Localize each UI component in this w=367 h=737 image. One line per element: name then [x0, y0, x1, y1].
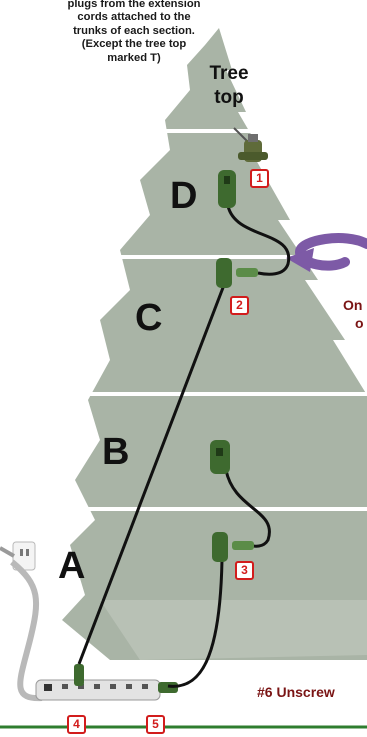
step-marker-4: 4	[67, 715, 86, 734]
tree-top-plug-icon	[233, 127, 268, 162]
step-marker-1: 1	[250, 169, 269, 188]
side-caption-line: o	[355, 315, 364, 331]
instructions-text: plugs from the extension cords attached …	[34, 0, 234, 65]
step-marker-3: 3	[235, 561, 254, 580]
unscrew-caption: #6 Unscrew	[257, 684, 335, 700]
section-label-c: C	[135, 297, 163, 339]
trunk-plug-d	[218, 170, 236, 208]
instruction-line: (Except the tree top	[81, 38, 187, 51]
side-caption-fragment: On o	[343, 296, 364, 332]
section-label-a: A	[58, 545, 86, 587]
section-dividers	[68, 129, 367, 511]
step-marker-2: 2	[230, 296, 249, 315]
trunk-plug-b	[210, 440, 230, 474]
instruction-line: plugs from the extension	[67, 0, 201, 10]
trunk-plug-c	[216, 258, 258, 288]
trunk-plug-a	[212, 532, 254, 562]
step-marker-5: 5	[146, 715, 165, 734]
power-strip-cord	[10, 559, 43, 702]
section-label-d: D	[170, 175, 198, 217]
plug-in-strip-4	[74, 664, 84, 686]
side-caption-line: On	[343, 297, 363, 313]
tree-top-label: Tree top	[196, 62, 262, 110]
cord-4-to-2	[77, 284, 226, 665]
purple-arrow-icon	[286, 233, 367, 272]
artificial-tree	[62, 28, 367, 660]
instruction-line: cords attached to the	[77, 11, 191, 24]
power-strip-icon	[35, 679, 161, 701]
tree-top-label-line: top	[214, 87, 244, 108]
cord-d-to-c	[226, 205, 291, 276]
instruction-line: marked T)	[107, 51, 161, 64]
section-label-b: B	[102, 431, 130, 473]
cord-5-to-3	[167, 559, 224, 688]
tree-top-label-line: Tree	[209, 63, 249, 84]
instruction-line: trunks of each section.	[73, 24, 195, 37]
